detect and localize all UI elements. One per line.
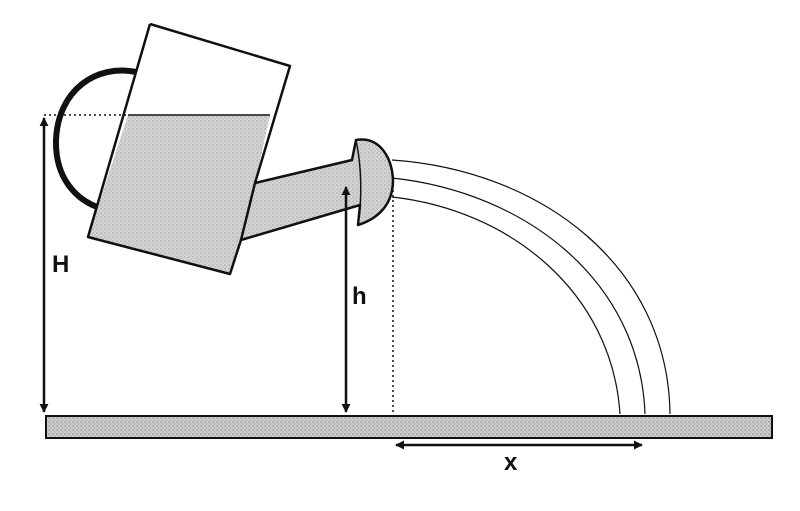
label-h: h: [352, 283, 367, 310]
stream-arc-inner: [391, 196, 621, 415]
stream-arc-middle: [391, 177, 646, 415]
label-H: H: [52, 251, 69, 278]
label-x: x: [504, 449, 518, 476]
stream-arc-outer: [391, 159, 671, 415]
can-body: [86, 22, 292, 276]
watering-can-icon: [52, 22, 395, 276]
ground-surface: [45, 415, 773, 439]
can-spout: [239, 138, 395, 242]
water-stream: [391, 159, 671, 415]
can-water: [88, 115, 270, 274]
can-handle: [52, 67, 137, 211]
spout-rose-edge: [355, 139, 362, 226]
